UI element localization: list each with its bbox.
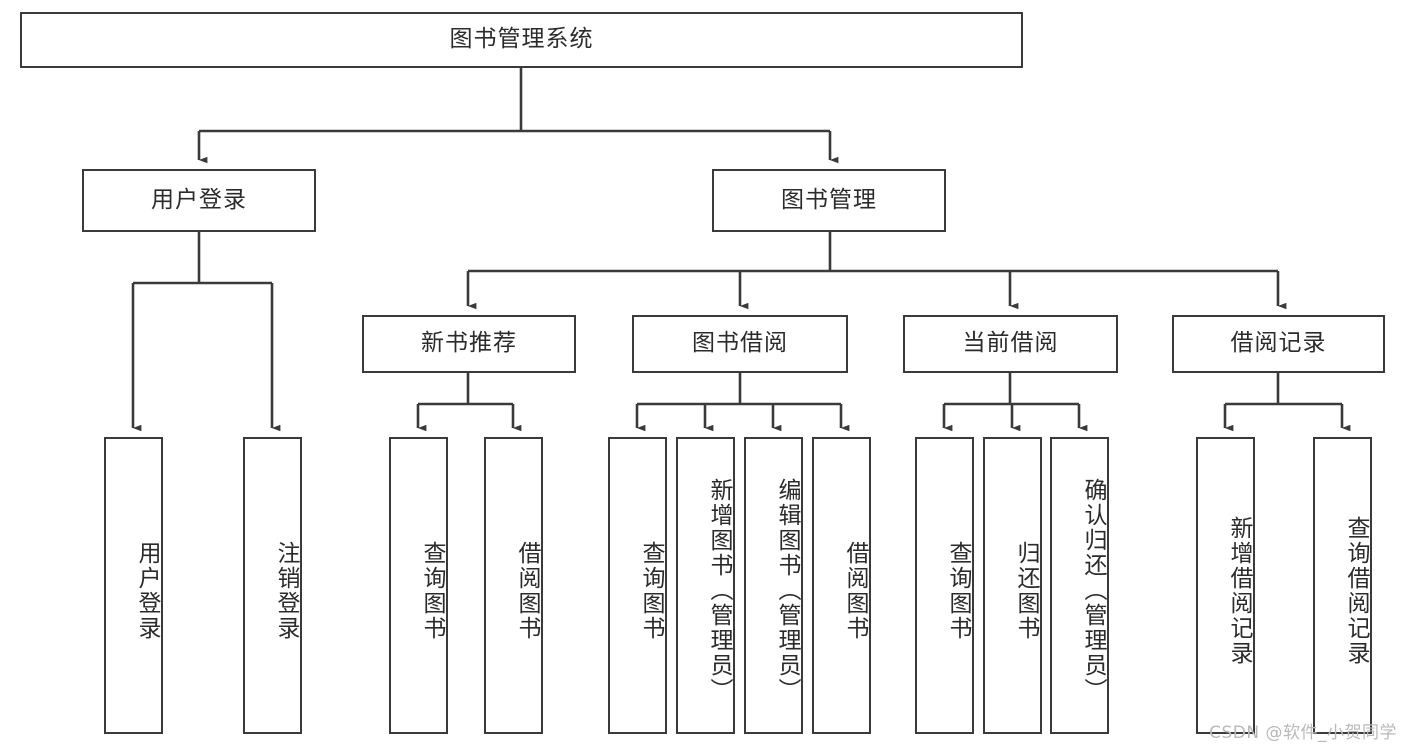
leaf-book-borrow-edit-label: 编辑图书（管理员） — [774, 478, 800, 703]
leaf-current-borrow-query-label: 查询图书 — [945, 540, 971, 641]
node-current-borrow-label: 当前借阅 — [962, 330, 1059, 357]
node-book-management[interactable]: 图书管理 — [712, 169, 946, 232]
node-book-borrow-label: 图书借阅 — [692, 330, 788, 357]
node-borrow-record-label: 借阅记录 — [1230, 330, 1327, 357]
leaf-borrow-record-query[interactable]: 查询借阅记录 — [1313, 437, 1372, 734]
leaf-borrow-record-add[interactable]: 新增借阅记录 — [1196, 437, 1255, 734]
leaf-current-borrow-return-label: 归还图书 — [1013, 540, 1039, 641]
leaf-user-login-login[interactable]: 用户登录 — [104, 437, 163, 734]
node-book-management-label: 图书管理 — [781, 186, 877, 213]
leaf-book-borrow-query[interactable]: 查询图书 — [608, 437, 667, 734]
leaf-new-book-query[interactable]: 查询图书 — [389, 437, 448, 734]
leaf-new-book-borrow[interactable]: 借阅图书 — [484, 437, 543, 734]
node-root-system[interactable]: 图书管理系统 — [20, 12, 1023, 68]
node-new-book-recommend[interactable]: 新书推荐 — [362, 315, 576, 373]
leaf-borrow-record-query-label: 查询借阅记录 — [1343, 515, 1369, 666]
leaf-book-borrow-add-label: 新增图书（管理员） — [706, 478, 732, 703]
leaf-current-borrow-confirm-return[interactable]: 确认归还（管理员） — [1050, 437, 1109, 734]
leaf-book-borrow-borrow[interactable]: 借阅图书 — [812, 437, 871, 734]
leaf-current-borrow-return[interactable]: 归还图书 — [983, 437, 1042, 734]
leaf-new-book-query-label: 查询图书 — [419, 540, 445, 641]
node-user-login[interactable]: 用户登录 — [82, 169, 316, 232]
node-borrow-record[interactable]: 借阅记录 — [1172, 315, 1385, 373]
node-root-system-label: 图书管理系统 — [449, 26, 594, 53]
leaf-user-login-logout[interactable]: 注销登录 — [243, 437, 302, 734]
node-new-book-recommend-label: 新书推荐 — [421, 330, 517, 357]
leaf-book-borrow-edit[interactable]: 编辑图书（管理员） — [744, 437, 803, 734]
leaf-current-borrow-confirm-return-label: 确认归还（管理员） — [1080, 478, 1106, 703]
leaf-user-login-login-label: 用户登录 — [134, 540, 160, 641]
leaf-borrow-record-add-label: 新增借阅记录 — [1226, 515, 1252, 666]
leaf-book-borrow-query-label: 查询图书 — [638, 540, 664, 641]
leaf-book-borrow-borrow-label: 借阅图书 — [842, 540, 868, 641]
leaf-book-borrow-add[interactable]: 新增图书（管理员） — [676, 437, 735, 734]
leaf-user-login-logout-label: 注销登录 — [273, 540, 299, 641]
leaf-new-book-borrow-label: 借阅图书 — [514, 540, 540, 641]
node-book-borrow[interactable]: 图书借阅 — [632, 315, 848, 373]
watermark-text: CSDN @软件_小贺同学 — [1209, 723, 1397, 743]
leaf-current-borrow-query[interactable]: 查询图书 — [915, 437, 974, 734]
node-current-borrow[interactable]: 当前借阅 — [903, 315, 1118, 373]
node-user-login-label: 用户登录 — [151, 186, 247, 213]
